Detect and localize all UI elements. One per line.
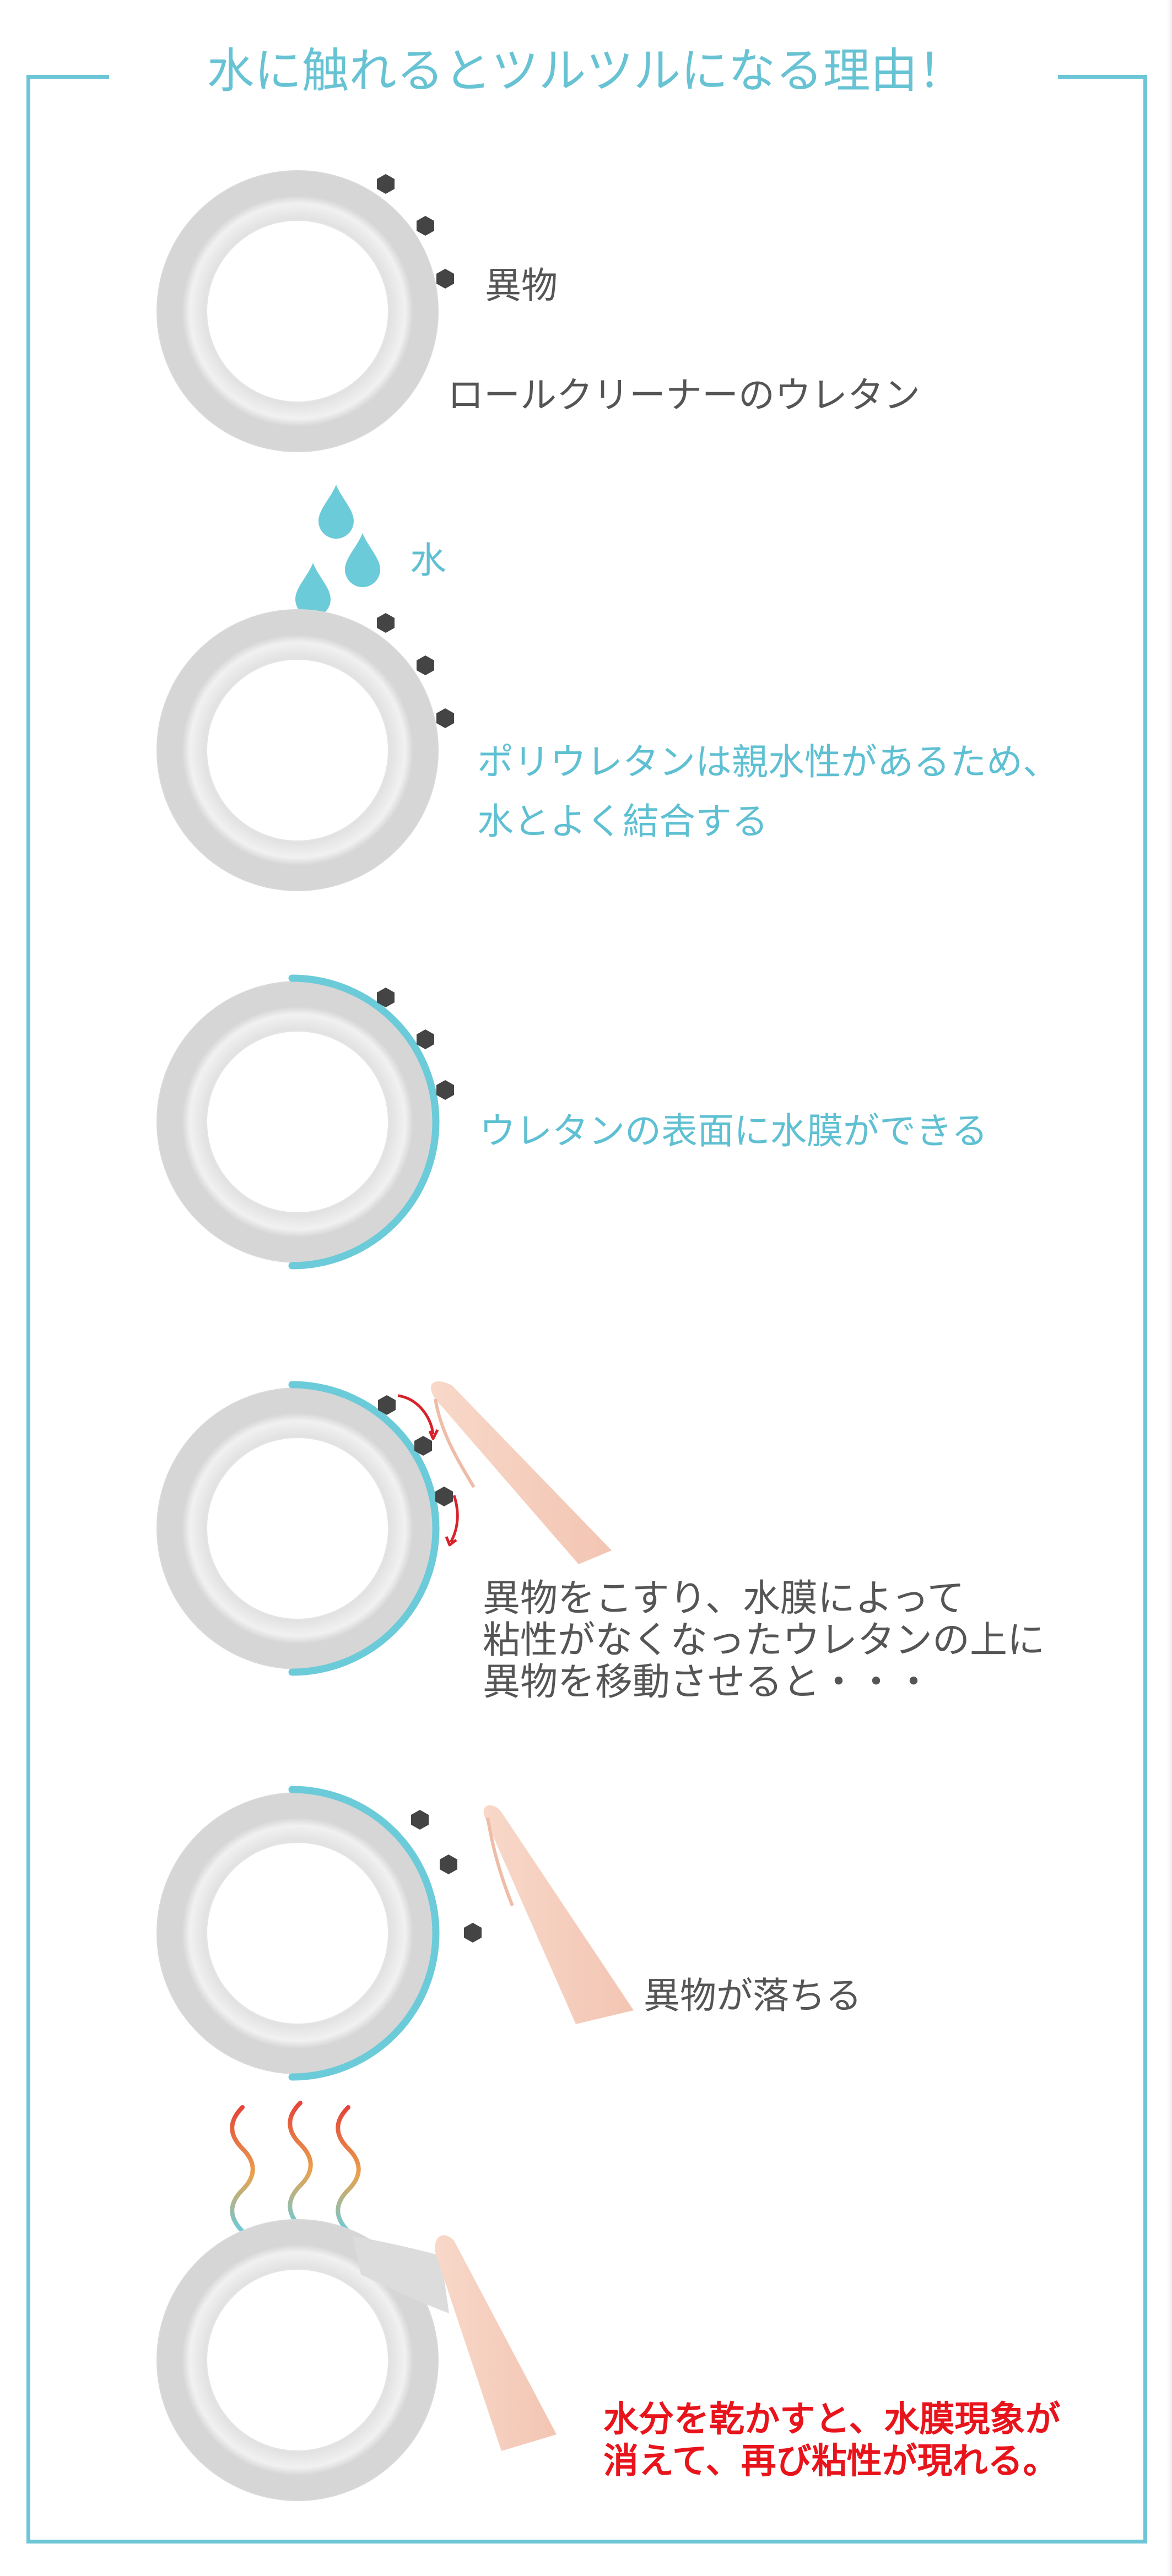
frame-right bbox=[1143, 75, 1147, 2544]
frame-left bbox=[26, 75, 30, 2544]
step5-particles bbox=[411, 1810, 482, 1943]
urethane-label: ロールクリーナーのウレタン bbox=[447, 374, 920, 416]
step1-ring bbox=[156, 170, 439, 452]
step2-ring bbox=[156, 609, 439, 891]
diagram-title: 水に触れるとツルツルになる理由！ bbox=[207, 44, 965, 99]
step4-water-film bbox=[288, 1381, 440, 1676]
step6-caption: 水分を乾かすと、水膜現象が 消えて、再び粘性が現れる。 bbox=[603, 2399, 1061, 2482]
frame-bottom bbox=[26, 2540, 1147, 2544]
water-label: 水 bbox=[410, 539, 446, 582]
frame-top-right bbox=[1058, 75, 1147, 79]
step4-finger bbox=[430, 1381, 612, 1564]
step5-caption: 異物が落ちる bbox=[644, 1975, 862, 2017]
step3-particles bbox=[377, 988, 454, 1100]
heat-waves bbox=[230, 2101, 361, 2233]
step5-finger bbox=[483, 1805, 634, 2024]
stretched-urethane bbox=[353, 2236, 449, 2313]
step6-ring bbox=[156, 2219, 439, 2501]
step4-particles bbox=[378, 1395, 453, 1506]
page-edge-shadow bbox=[1167, 0, 1172, 2576]
water-drops bbox=[295, 485, 380, 617]
step1-particles bbox=[377, 174, 454, 289]
step5-water-film bbox=[288, 1786, 440, 2081]
step3-water-film bbox=[288, 974, 440, 1270]
step2-particles bbox=[377, 613, 454, 728]
step4-caption: 異物をこすり、水膜によって 粘性がなくなったウレタンの上に 異物を移動させると・… bbox=[483, 1577, 1045, 1704]
rub-arrows bbox=[397, 1394, 459, 1547]
step3-caption: ウレタンの表面に水膜ができる bbox=[479, 1110, 988, 1152]
step2-caption: ポリウレタンは親水性があるため、 水とよく結合する bbox=[477, 741, 1059, 843]
foreign-matter-label: 異物 bbox=[485, 264, 558, 307]
step6-finger bbox=[435, 2235, 557, 2451]
frame-top-left bbox=[26, 75, 109, 79]
